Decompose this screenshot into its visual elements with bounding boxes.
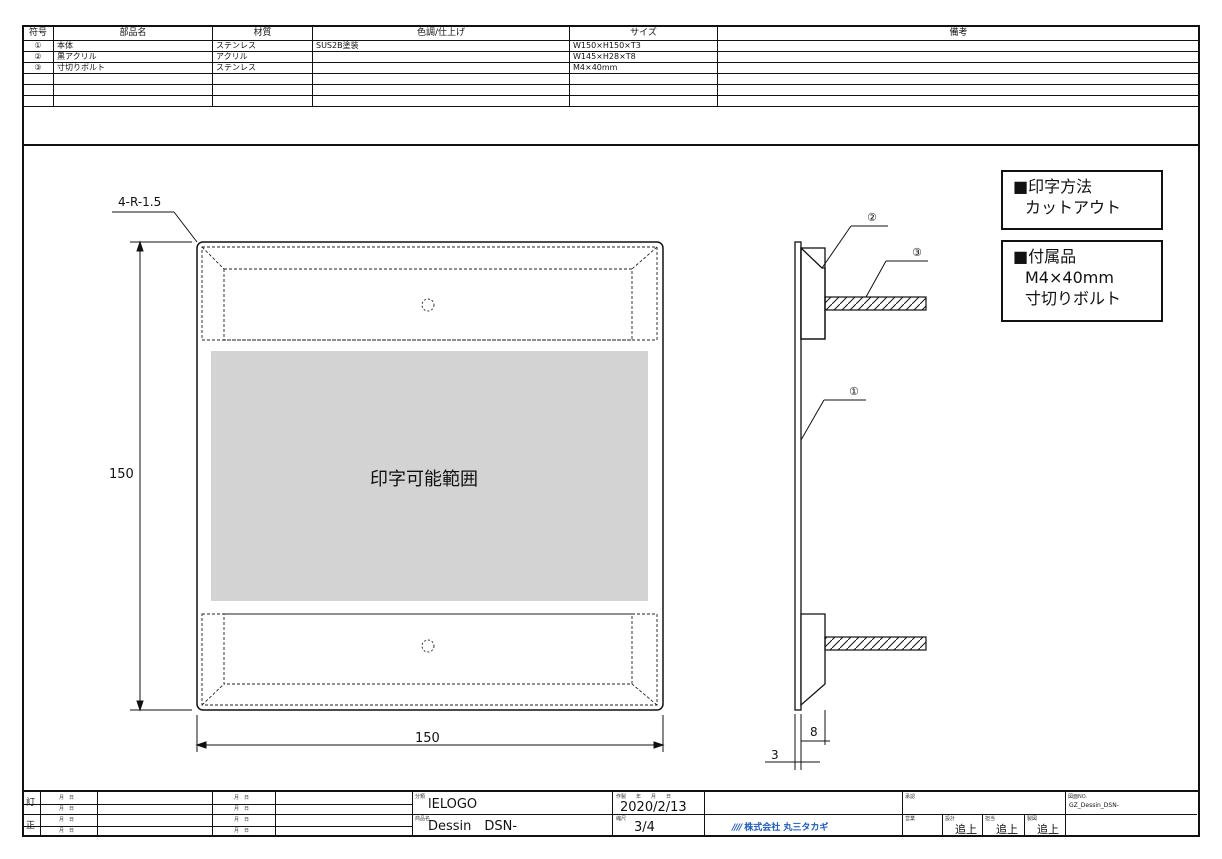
- side-bottom-acrylic: [800, 613, 826, 707]
- company-name: 株式会社 丸三タカギ: [744, 823, 829, 833]
- revision-label-2: 正: [26, 821, 36, 831]
- top-bolt-hole: [421, 298, 435, 312]
- accessory-value-2: 寸切りボルト: [1025, 289, 1122, 308]
- sales-label: 営業: [905, 816, 916, 822]
- company-mark-icon: ////: [732, 823, 742, 833]
- width-dimension-lines: [195, 715, 665, 752]
- scale-label: 縮尺: [616, 816, 627, 822]
- side-top-acrylic: [800, 246, 826, 340]
- print-area: [211, 351, 648, 601]
- accessory-title: ■付属品: [1013, 247, 1077, 266]
- title-block: 訂 正 月 日 月 日 月 日 月 日 月 日 月 日 月 日 月 日 分類 l…: [22, 790, 1200, 839]
- month-day-3: 月 日: [59, 817, 75, 823]
- front-plate: [196, 241, 664, 711]
- depth-dimension-label: 8: [810, 725, 818, 739]
- check-value: 追上: [996, 823, 1018, 836]
- print-method-box: ■印字方法 カットアウト: [1001, 170, 1163, 230]
- table-separator: [22, 144, 1200, 146]
- side-plate: [794, 241, 802, 711]
- callout-bolt: ③: [912, 246, 922, 259]
- category-value: lELOGO: [428, 797, 478, 812]
- accessory-box: ■付属品 M4×40mm 寸切りボルト: [1001, 240, 1163, 322]
- print-method-value: カットアウト: [1025, 198, 1122, 217]
- accessory-value-1: M4×40mm: [1025, 268, 1114, 287]
- cell-remarks: [717, 95, 1200, 107]
- revision-label: 訂: [26, 798, 36, 808]
- drafting-label: 製図: [1027, 816, 1038, 822]
- thickness-dimension-lines: [765, 710, 830, 770]
- height-dimension-label: 150: [109, 467, 134, 482]
- height-dimension-lines: [130, 240, 192, 712]
- bottom-bolt-hole: [421, 639, 435, 653]
- table-row: ② 黒アクリル アクリル W145×H28×T8: [22, 51, 1200, 63]
- callout-acrylic: ②: [867, 211, 877, 224]
- bottom-acrylic-outline: [201, 613, 658, 706]
- print-method-title: ■印字方法: [1013, 177, 1093, 196]
- table-row: [22, 84, 1200, 96]
- month-day-8: 月 日: [234, 828, 250, 834]
- scale-value: 3/4: [634, 820, 655, 835]
- print-area-label: 印字可能範囲: [370, 469, 478, 490]
- date-value: 2020/2/13: [620, 800, 687, 815]
- month-day-6: 月 日: [234, 806, 250, 812]
- drawing-no-label: 図面NO.: [1068, 794, 1088, 800]
- table-row: ③ 寸切りボルト ステンレス M4×40mm: [22, 62, 1200, 74]
- top-acrylic-outline: [201, 246, 658, 341]
- drawing-no-value: GZ_Dessin_DSN-: [1069, 802, 1119, 809]
- design-label: 設計: [945, 816, 956, 822]
- check-label: 担当: [985, 816, 996, 822]
- top-bolt: [824, 296, 927, 311]
- category-label: 分類: [415, 794, 426, 800]
- parts-header-row: 符号 部品名 材質 色調/仕上げ サイズ 備考: [22, 25, 1200, 41]
- month-day-5: 月 日: [234, 795, 250, 801]
- table-row: [22, 95, 1200, 107]
- corner-radius-label: 4-R-1.5: [118, 195, 162, 209]
- thickness-dimension-label: 3: [771, 748, 779, 762]
- design-value: 追上: [955, 823, 977, 836]
- side-callout-leaders: [800, 225, 928, 441]
- date-label: 作製 年 月 日: [616, 794, 672, 800]
- product-name-label: 商品名: [415, 816, 431, 822]
- callout-body: ①: [849, 385, 859, 398]
- approval-label: 承認: [905, 794, 916, 800]
- product-name-value: Dessin DSN-: [428, 819, 518, 834]
- bottom-bolt: [824, 636, 927, 651]
- drafting-value: 追上: [1037, 823, 1059, 836]
- month-day-2: 月 日: [59, 806, 75, 812]
- width-dimension-label: 150: [415, 731, 440, 746]
- month-day-1: 月 日: [59, 795, 75, 801]
- corner-radius-leader: [112, 211, 198, 243]
- company-logo: //// 株式会社 丸三タカギ: [732, 820, 828, 833]
- month-day-4: 月 日: [59, 828, 75, 834]
- parts-table: 符号 部品名 材質 色調/仕上げ サイズ 備考 ① 本体 ステンレス SUS2B…: [22, 25, 1200, 107]
- month-day-7: 月 日: [234, 817, 250, 823]
